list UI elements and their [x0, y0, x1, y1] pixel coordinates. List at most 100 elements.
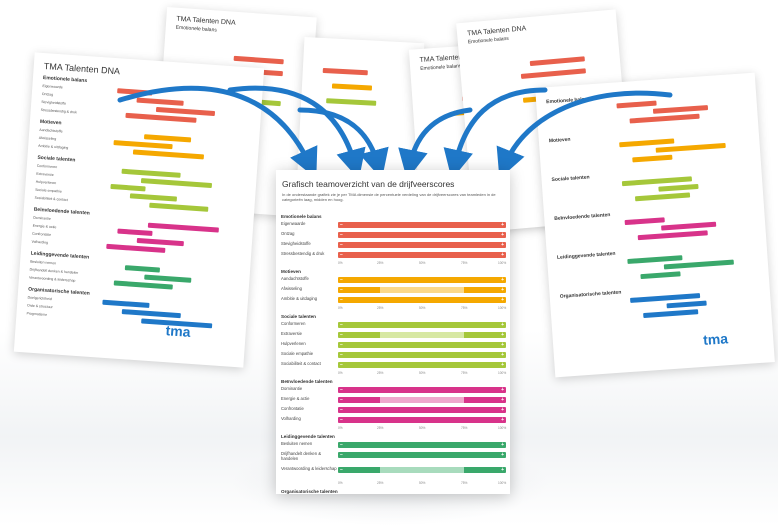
left-sheet-bar	[113, 280, 173, 290]
left-sheet-bar	[136, 97, 184, 106]
score-bar: −+	[338, 252, 506, 258]
left-sheet-item: Stevigheidstoffe	[41, 99, 67, 106]
bar-segment-high	[442, 322, 506, 328]
right-sheet-bar	[632, 154, 673, 163]
score-bar: −+	[338, 442, 506, 448]
score-label: Afwisseling	[281, 286, 302, 291]
minus-icon: −	[340, 452, 343, 458]
right-sheet-bar	[658, 183, 699, 192]
left-sheet-item: Energie & actie	[32, 223, 57, 230]
bar-segment-high	[442, 297, 506, 303]
score-row: Drijfhandelt denken & handelen−+	[280, 451, 506, 466]
bar-segment-mid	[338, 222, 481, 228]
right-sheet-section: Emotionele balans	[545, 96, 591, 106]
left-sheet-bar	[102, 299, 150, 308]
bar-segment-mid	[338, 452, 481, 458]
score-label: Aandachtstoffe	[281, 276, 309, 281]
left-sheet-bar	[110, 183, 146, 192]
left-sheet-bar	[136, 237, 184, 247]
bar-segment-high	[464, 467, 506, 473]
right-sheet-bar	[624, 217, 665, 226]
axis-tick-label: 75%	[461, 306, 468, 310]
score-row: Eigenwaarde−+	[280, 221, 506, 231]
axis-tick-label: 75%	[461, 426, 468, 430]
bar-segment-high	[442, 407, 506, 413]
plus-icon: +	[501, 242, 504, 248]
right-sheet-bar	[643, 309, 699, 319]
score-label: Volharding	[281, 416, 301, 421]
score-row: Stevigheidstoffe−+	[280, 241, 506, 251]
bar-segment-high	[422, 387, 506, 393]
bar-segment-high	[464, 397, 506, 403]
score-row: Ambitie & uitdaging−+	[280, 296, 506, 306]
plus-icon: +	[501, 277, 504, 283]
score-label: Verantwoording & leiderschap	[281, 466, 337, 471]
section-heading: Emotionele balans	[281, 214, 322, 219]
bar-segment-high	[480, 352, 506, 358]
plus-icon: +	[501, 222, 504, 228]
right-sheet-bar	[616, 100, 657, 109]
left-sheet-bar	[113, 140, 173, 150]
score-bar: −+	[338, 397, 506, 403]
sheet-subtitle: Emotionele balans	[175, 24, 217, 34]
axis-tick-label: 25%	[377, 481, 384, 485]
bar-segment-mid	[380, 332, 464, 338]
score-bar: −+	[338, 322, 506, 328]
bar-segment-mid	[338, 407, 443, 413]
bar-segment-low	[338, 332, 380, 338]
plus-icon: +	[501, 232, 504, 238]
bar-segment-high	[442, 417, 506, 423]
bar-segment-mid	[338, 297, 443, 303]
score-label: Stressbestendig & druk	[281, 251, 325, 256]
axis-ticks: 0%25%50%75%100%	[280, 261, 506, 267]
score-bar: −+	[338, 287, 506, 293]
bar-segment-mid	[338, 277, 443, 283]
section-heading: Organisatorische talenten	[281, 489, 338, 494]
right-sheet-section: Organisatorische talenten	[559, 289, 622, 300]
bar-segment-high	[442, 362, 506, 368]
left-sheet-bar	[132, 149, 205, 160]
left-sheet-item: Ontzag	[41, 91, 54, 97]
axis-tick-label: 75%	[461, 481, 468, 485]
bar-segment-high	[464, 332, 506, 338]
score-label: Conformeren	[281, 321, 306, 326]
bar-segment-high	[480, 252, 506, 258]
bar-segment-high	[480, 222, 506, 228]
score-bar: −+	[338, 352, 506, 358]
plus-icon: +	[501, 387, 504, 393]
minus-icon: −	[340, 362, 343, 368]
left-sheet-item: Pragmatisme	[26, 311, 48, 317]
minus-icon: −	[340, 467, 343, 473]
plus-icon: +	[501, 352, 504, 358]
left-sheet-section: Sociale talenten	[37, 154, 76, 164]
axis-tick-label: 100%	[498, 261, 507, 265]
bar-segment-mid	[380, 397, 464, 403]
score-label: Besluiten nemen	[281, 441, 313, 446]
sheet-subtitle: Emotionele balans	[467, 35, 510, 46]
score-label: Sociabiliteit & contact	[281, 361, 321, 366]
score-row: Energie & actie−+	[280, 396, 506, 406]
axis-tick-label: 100%	[498, 481, 507, 485]
score-row: Aandachtstoffe−+	[280, 276, 506, 286]
score-row: Sociabiliteit & contact−+	[280, 361, 506, 371]
right-sheet-bar	[652, 105, 709, 114]
bar-segment-mid	[338, 442, 443, 448]
left-sheet-section: Motieven	[39, 118, 62, 127]
axis-tick-label: 0%	[338, 371, 343, 375]
left-sheet-item: Sociabiliteit & contact	[34, 195, 68, 203]
right-sheet-section: Sociale talenten	[551, 174, 590, 184]
left-sheet-bar	[129, 193, 178, 202]
bar-segment-high	[464, 287, 506, 293]
plus-icon: +	[501, 417, 504, 423]
plus-icon: +	[501, 467, 504, 473]
left-sheet-bar	[106, 243, 166, 253]
minus-icon: −	[340, 322, 343, 328]
section-heading: Leidinggevende talenten	[281, 434, 335, 439]
score-label: Dominantie	[281, 386, 303, 391]
right-sheet-bar	[634, 192, 691, 202]
plus-icon: +	[501, 397, 504, 403]
sheet-title: TMA Talenten DNA	[466, 25, 527, 38]
bar-segment-mid	[338, 252, 481, 258]
